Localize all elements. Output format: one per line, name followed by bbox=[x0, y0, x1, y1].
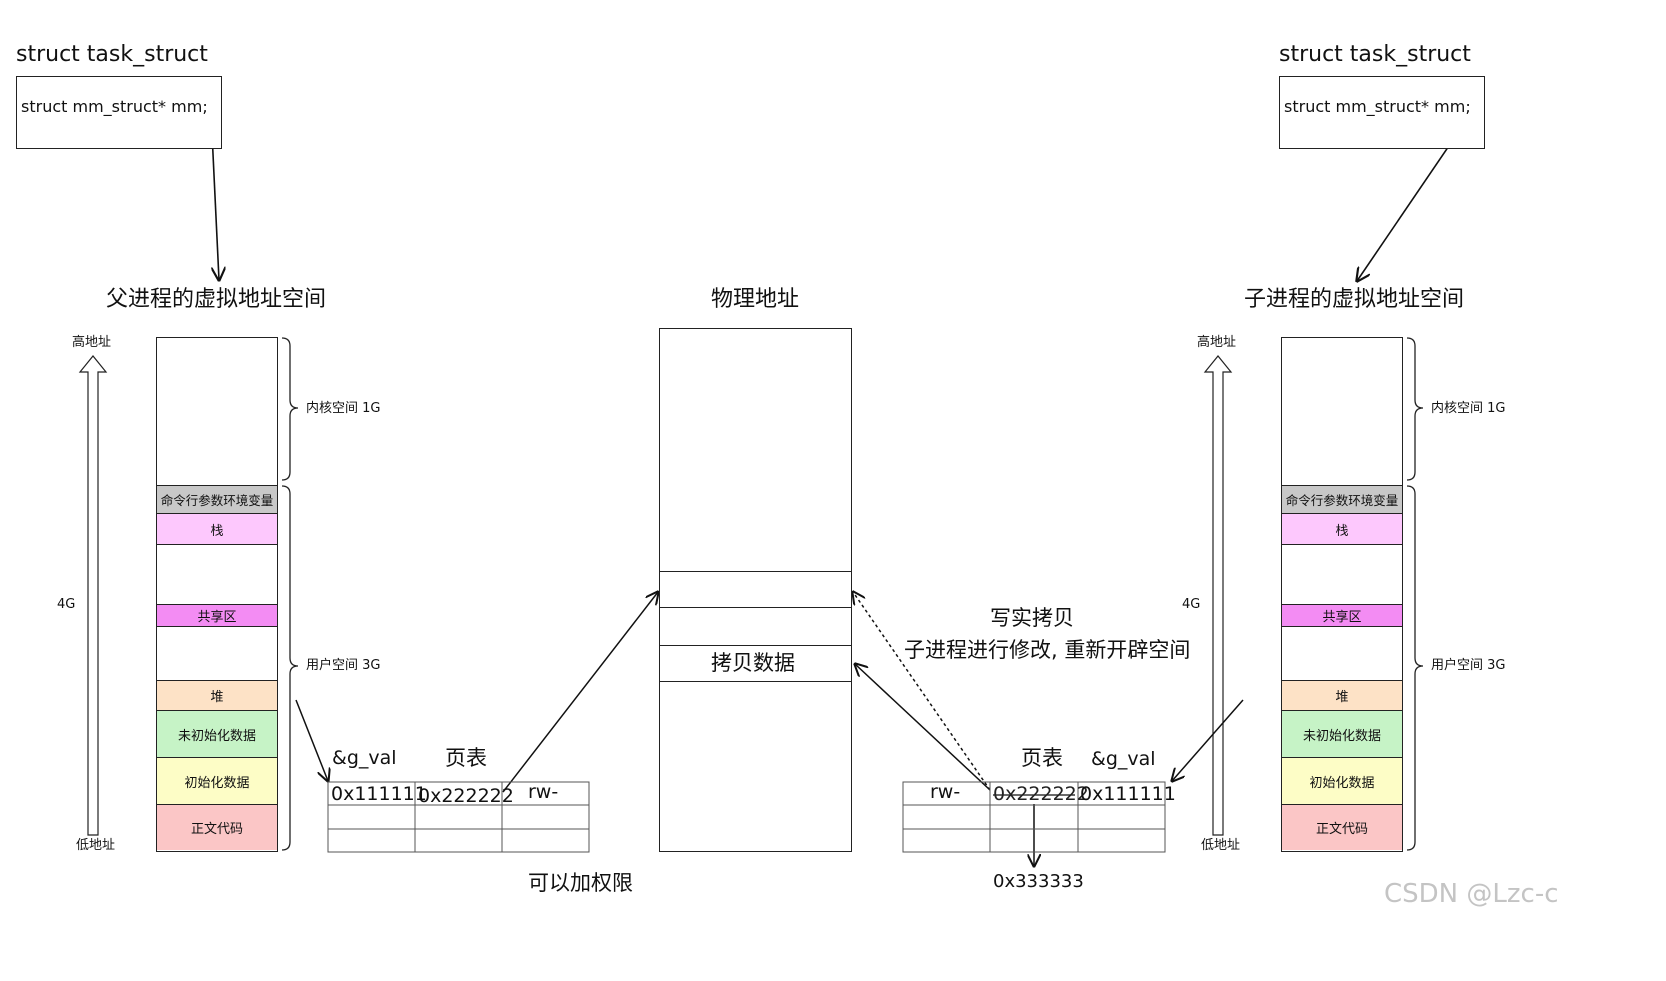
parent-pt-permission: rw- bbox=[528, 781, 559, 803]
parent-pagetable-to-physical-arrow bbox=[502, 592, 658, 793]
child-pagetable-to-copy-arrow bbox=[855, 664, 991, 791]
parent-kernel-region bbox=[157, 338, 277, 486]
physical-address-title: 物理地址 bbox=[711, 287, 800, 312]
parent-heap-segment: 堆 bbox=[157, 681, 277, 711]
child-new-phys-addr: 0x333333 bbox=[993, 871, 1084, 892]
parent-space-title: 父进程的虚拟地址空间 bbox=[106, 287, 327, 312]
child-low-address-label: 低地址 bbox=[1201, 838, 1241, 853]
child-task-struct-box: struct mm_struct* mm; bbox=[1279, 76, 1485, 149]
parent-task-struct-title: struct task_struct bbox=[16, 42, 208, 67]
cow-title: 写实拷贝 bbox=[990, 606, 1074, 630]
parent-user-brace bbox=[281, 485, 299, 851]
parent-low-address-label: 低地址 bbox=[76, 838, 116, 853]
parent-stack-gap bbox=[157, 545, 277, 605]
parent-gval-label: &g_val bbox=[332, 747, 397, 769]
child-pt-permission: rw- bbox=[930, 781, 961, 803]
parent-kernel-brace bbox=[281, 337, 299, 481]
child-kernel-space-label: 内核空间 1G bbox=[1431, 401, 1506, 416]
parent-4g-label: 4G bbox=[57, 597, 76, 612]
child-task-struct-title: struct task_struct bbox=[1279, 42, 1471, 67]
parent-permission-note: 可以加权限 bbox=[528, 871, 633, 895]
parent-task-struct-box: struct mm_struct* mm; bbox=[16, 76, 222, 149]
parent-page-table-title: 页表 bbox=[445, 746, 487, 770]
child-kernel-brace bbox=[1406, 337, 1424, 481]
physical-copy-block: 拷贝数据 bbox=[659, 645, 852, 682]
child-gval-label: &g_val bbox=[1091, 748, 1156, 770]
parent-heap-gap bbox=[157, 627, 277, 681]
parent-stack-segment: 栈 bbox=[157, 514, 277, 545]
child-space-title: 子进程的虚拟地址空间 bbox=[1244, 287, 1465, 312]
parent-text-segment: 正文代码 bbox=[157, 805, 277, 850]
child-mm-field: struct mm_struct* mm; bbox=[1284, 97, 1471, 116]
child-kernel-region bbox=[1282, 338, 1402, 486]
parent-data-segment: 初始化数据 bbox=[157, 758, 277, 805]
parent-address-range-arrow bbox=[78, 355, 108, 836]
child-heap-segment: 堆 bbox=[1282, 681, 1402, 711]
csdn-watermark: CSDN @Lzc-c bbox=[1384, 879, 1559, 909]
child-address-space-column: 命令行参数环境变量 栈 共享区 堆 未初始化数据 初始化数据 正文代码 bbox=[1281, 337, 1403, 852]
child-address-range-arrow bbox=[1203, 355, 1233, 836]
child-page-table-title: 页表 bbox=[1021, 746, 1063, 770]
parent-user-space-label: 用户空间 3G bbox=[306, 658, 381, 673]
child-user-brace bbox=[1406, 485, 1424, 851]
physical-copy-block-label: 拷贝数据 bbox=[711, 651, 795, 675]
child-to-pagetable-arrow bbox=[1172, 699, 1244, 781]
child-page-table-grid bbox=[902, 781, 1166, 853]
parent-kernel-space-label: 内核空间 1G bbox=[306, 401, 381, 416]
parent-address-space-column: 命令行参数环境变量 栈 共享区 堆 未初始化数据 初始化数据 正文代码 bbox=[156, 337, 278, 852]
parent-to-pagetable-arrow bbox=[295, 699, 328, 781]
parent-pt-phys-addr: 0x222222 bbox=[418, 785, 514, 807]
child-text-segment: 正文代码 bbox=[1282, 805, 1402, 850]
parent-bss-segment: 未初始化数据 bbox=[157, 711, 277, 758]
parent-pt-virt-addr: 0x111111 bbox=[331, 783, 427, 805]
cow-description: 子进程进行修改, 重新开辟空间 bbox=[904, 638, 1191, 662]
parent-high-address-label: 高地址 bbox=[72, 335, 112, 350]
child-args-env-segment: 命令行参数环境变量 bbox=[1282, 486, 1402, 514]
parent-shared-segment: 共享区 bbox=[157, 605, 277, 627]
child-stack-gap bbox=[1282, 545, 1402, 605]
child-old-mapping-dotted-arrow bbox=[853, 592, 991, 791]
parent-mm-field: struct mm_struct* mm; bbox=[21, 97, 208, 116]
child-shared-segment: 共享区 bbox=[1282, 605, 1402, 627]
child-bss-segment: 未初始化数据 bbox=[1282, 711, 1402, 758]
child-data-segment: 初始化数据 bbox=[1282, 758, 1402, 805]
child-pt-old-phys-addr: 0x222222 bbox=[993, 783, 1089, 805]
physical-shared-block bbox=[659, 571, 852, 608]
child-heap-gap bbox=[1282, 627, 1402, 681]
parent-page-table-grid bbox=[327, 781, 590, 853]
child-stack-segment: 栈 bbox=[1282, 514, 1402, 545]
child-pt-virt-addr: 0x111111 bbox=[1080, 783, 1176, 805]
parent-args-env-segment: 命令行参数环境变量 bbox=[157, 486, 277, 514]
child-high-address-label: 高地址 bbox=[1197, 335, 1237, 350]
child-4g-label: 4G bbox=[1182, 597, 1201, 612]
child-user-space-label: 用户空间 3G bbox=[1431, 658, 1506, 673]
